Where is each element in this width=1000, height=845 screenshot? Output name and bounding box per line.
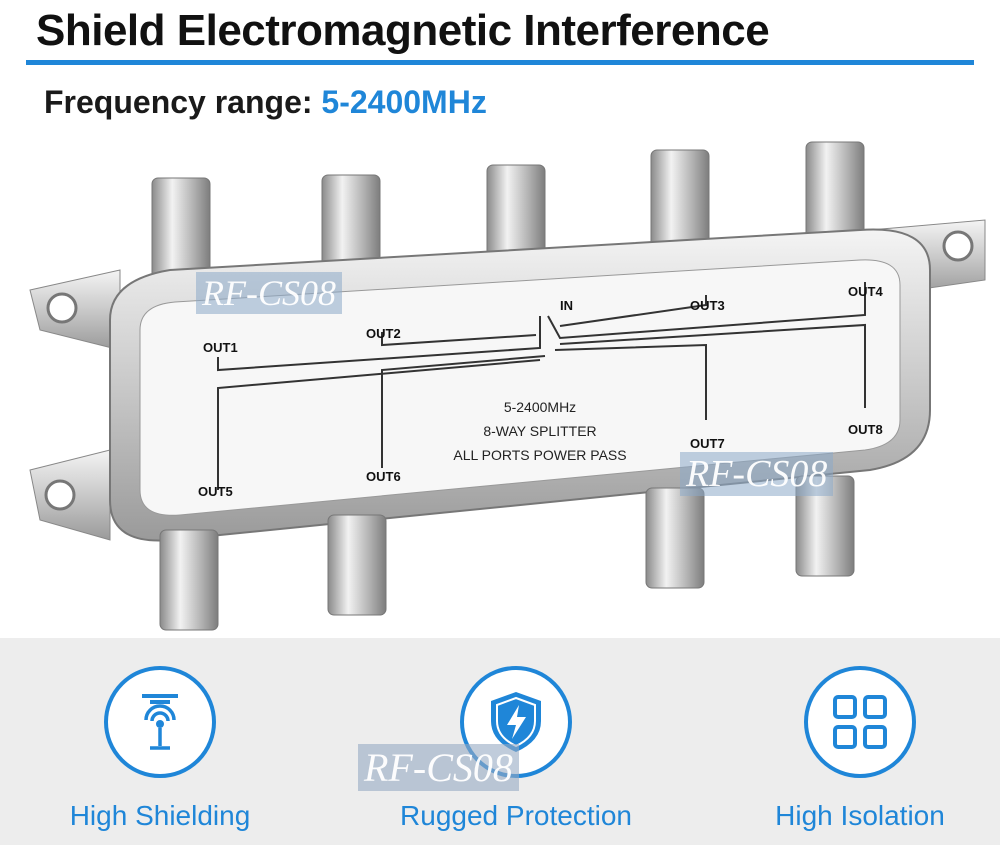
port-label: OUT1 [203,340,238,355]
mount-hole-icon [46,292,78,324]
frequency-range: Frequency range: 5-2400MHz [44,84,487,121]
grid-squares-icon [833,695,887,749]
port-label: OUT7 [690,436,725,451]
label-plate [139,259,901,516]
mount-hole-icon [942,230,974,262]
port-label: OUT2 [366,326,401,341]
frequency-value: 5-2400MHz [321,84,487,120]
port-label: IN [560,298,573,313]
circuit-lines [217,282,866,490]
feature-label: High Shielding [69,800,251,831]
features-band: High Shielding Rugged Protection High Is… [0,638,1000,845]
feature-icon-circle [804,666,916,778]
plate-line: 5-2400MHz [504,399,576,415]
antenna-tower-icon [142,694,178,750]
mount-hole-icon [44,479,76,511]
port-label: OUT6 [366,469,401,484]
port-label: OUT5 [198,484,233,499]
feature-icon-circle [104,666,216,778]
port-label: OUT8 [848,422,883,437]
bottom-connectors [159,475,855,631]
plate-line: 8-WAY SPLITTER [483,423,596,439]
watermark: RF-CS08 [680,452,834,496]
feature-label: Rugged Protection [400,800,632,831]
frequency-label: Frequency range: [44,84,313,120]
page-title: Shield Electromagnetic Interference [36,6,770,55]
watermark: RF-CS08 [358,744,519,791]
splitter-product-image: OUT1 OUT2 IN OUT3 OUT4 OUT5 OUT6 OUT7 OU… [0,120,1000,640]
feature-high-shielding: High Shielding [10,666,310,832]
port-label: OUT4 [848,284,883,299]
splitter-illustration: OUT1 OUT2 IN OUT3 OUT4 OUT5 OUT6 OUT7 OU… [29,141,986,631]
feature-label: High Isolation [775,800,945,831]
feature-high-isolation: High Isolation [710,666,1000,832]
title-underline [26,60,974,65]
port-label: OUT3 [690,298,725,313]
plate-line: ALL PORTS POWER PASS [453,447,626,463]
watermark: RF-CS08 [196,272,342,314]
